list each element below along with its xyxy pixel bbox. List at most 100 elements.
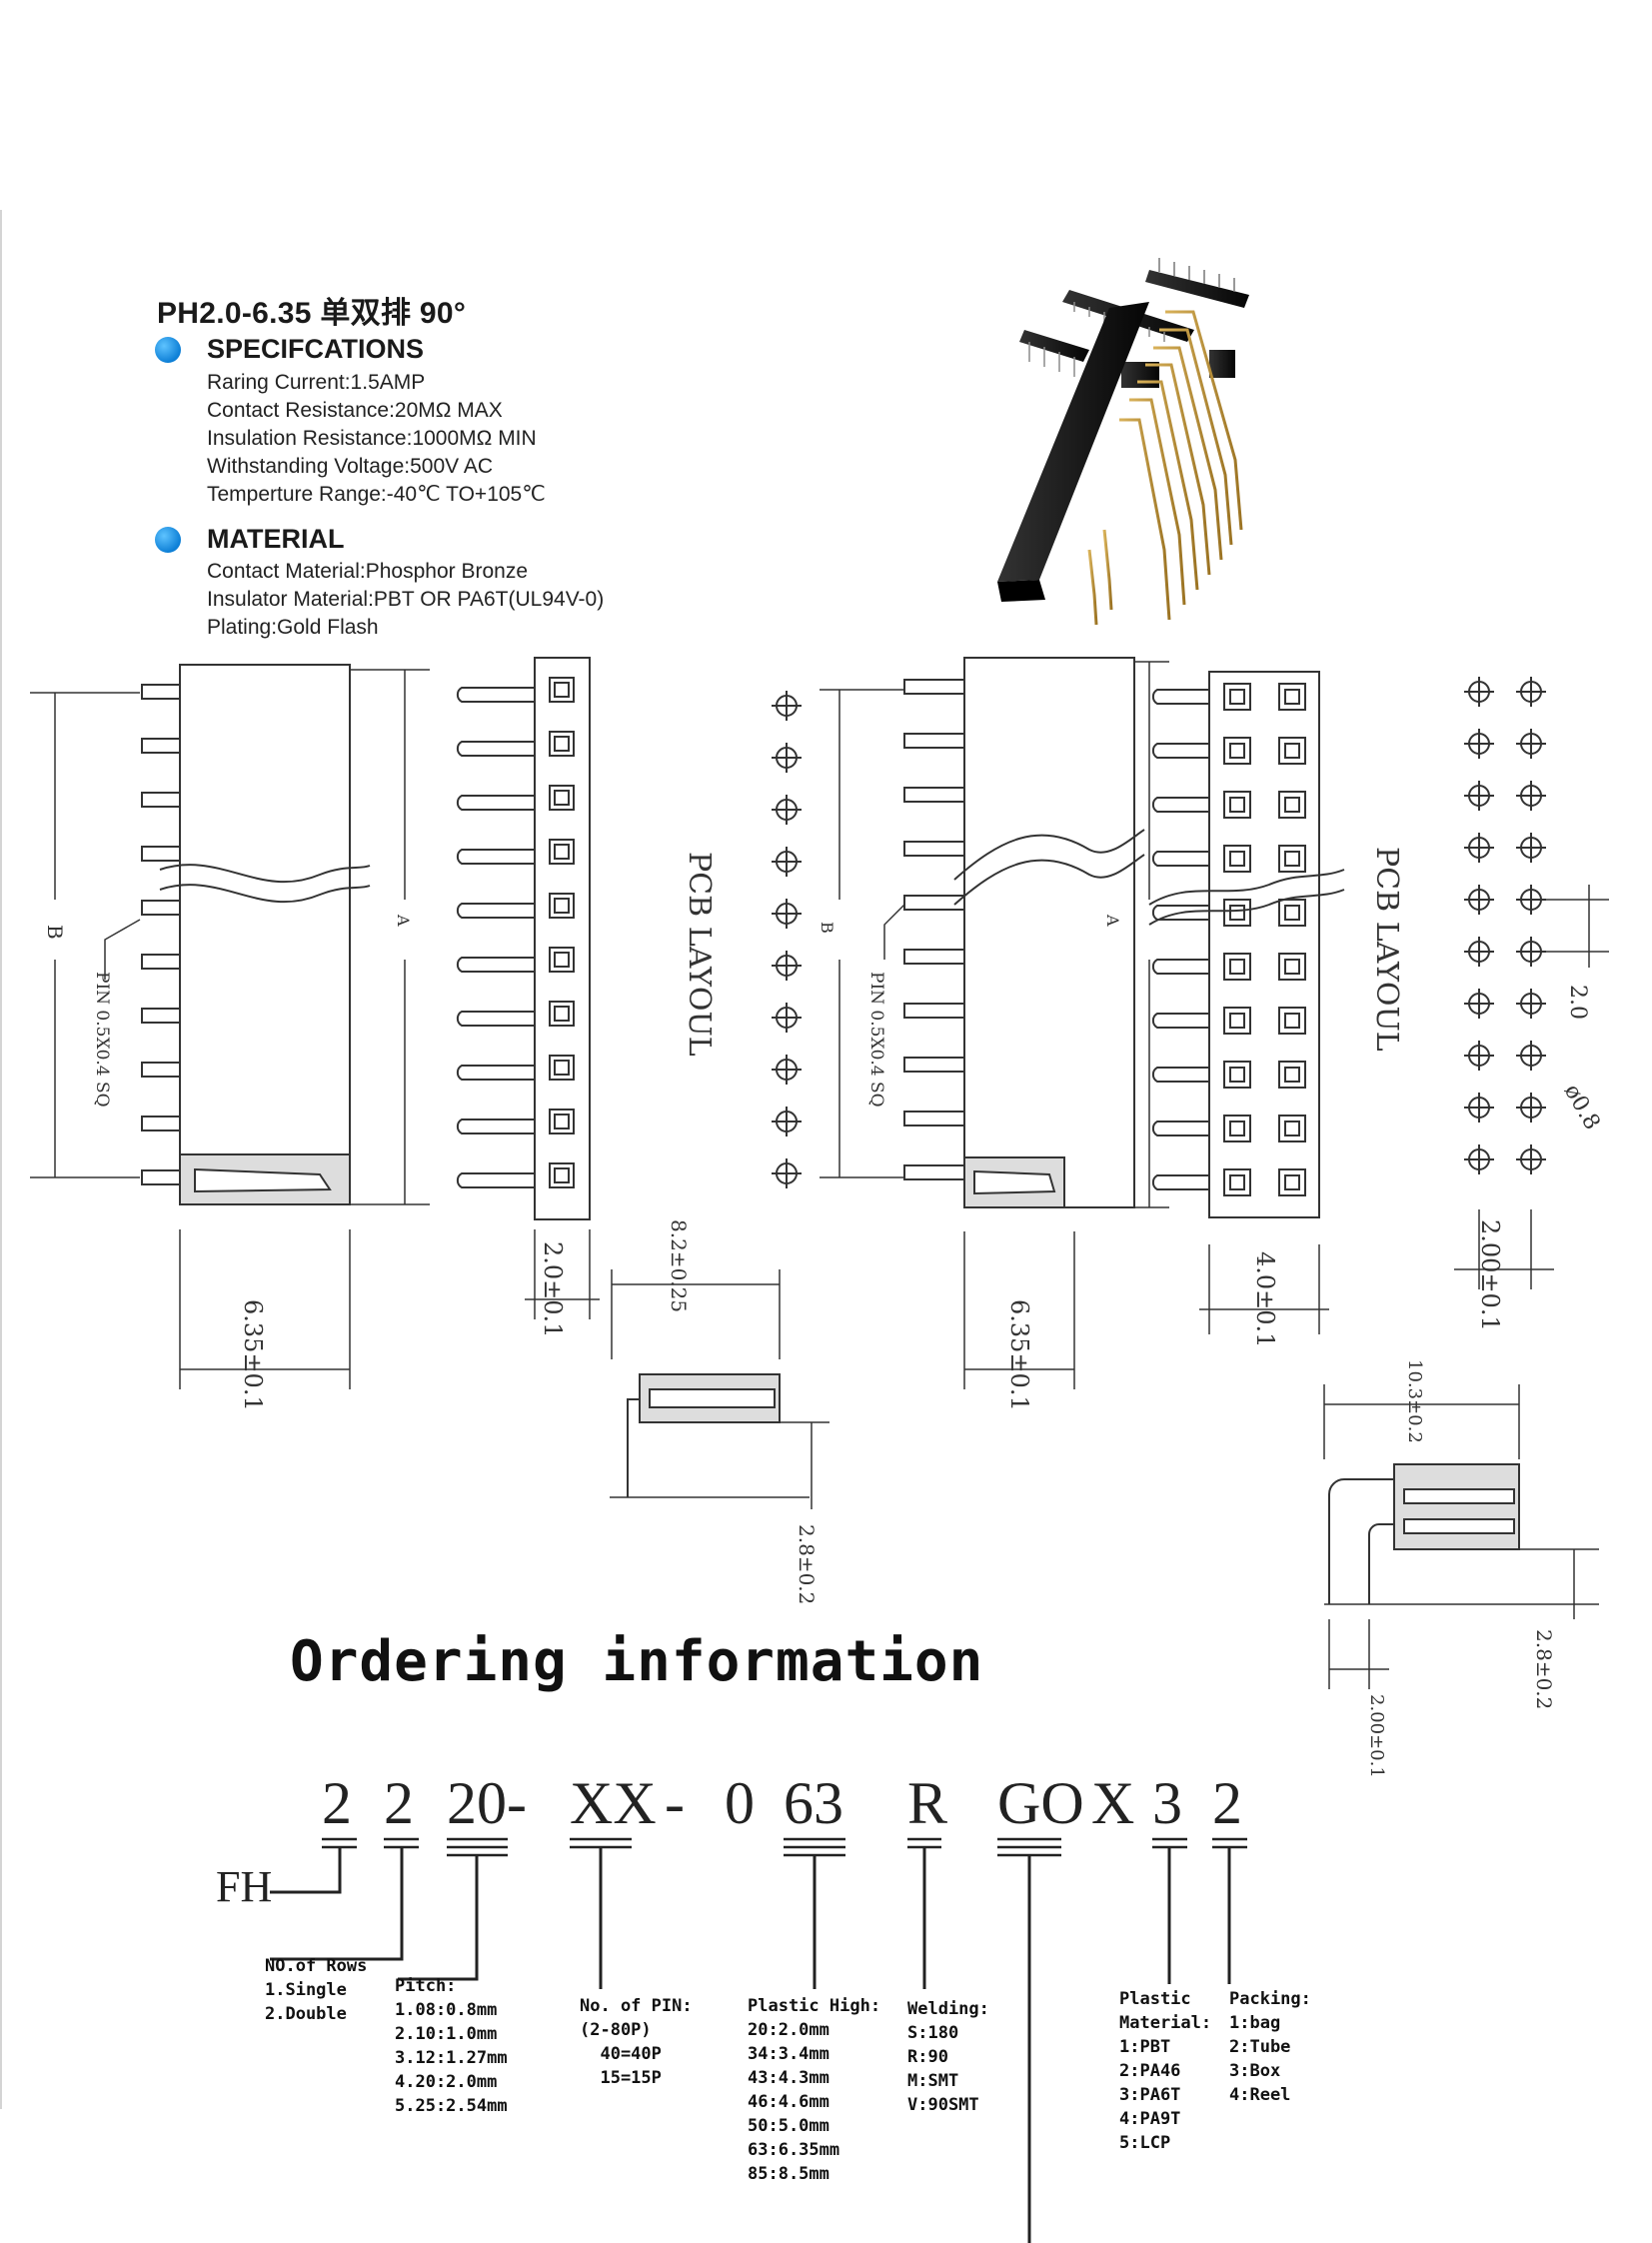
specifications-list: Raring Current:1.5AMP Contact Resistance… — [207, 369, 546, 509]
welding-heading: Welding: — [907, 1999, 989, 2019]
small-header-5 — [1209, 350, 1235, 378]
double-row-profile — [1323, 1384, 1599, 1689]
plastic-high-item: 63:6.35mm — [748, 2140, 840, 2160]
welding-item: V:90SMT — [907, 2095, 979, 2115]
dim-8-2: 8.2±0.25 — [667, 1219, 691, 1312]
dim-label-b-double: B — [818, 922, 836, 934]
code-part-height: 63 — [784, 1770, 843, 1836]
dim-2-0-pitch: 2.0 — [1565, 985, 1590, 1020]
material-heading: MATERIAL — [207, 524, 345, 554]
welding-item: M:SMT — [907, 2071, 959, 2091]
plastic-high-item: 34:3.4mm — [748, 2044, 829, 2064]
product-photo — [997, 258, 1249, 626]
pitch-item: 2.10:1.0mm — [395, 2024, 498, 2044]
pins-item: (2-80P) — [580, 2020, 652, 2040]
pitch-heading: Pitch: — [395, 1976, 457, 1996]
plastic-material-item: 2:PA46 — [1119, 2061, 1181, 2081]
code-part-plating: GO — [997, 1770, 1084, 1836]
plastic-high-item: 50:5.0mm — [748, 2116, 829, 2136]
dim-2-8-double: 2.8±0.2 — [1532, 1629, 1556, 1709]
pitch-item: 1.08:0.8mm — [395, 2000, 498, 2020]
code-part-0: 0 — [725, 1770, 755, 1836]
pitch-item: 5.25:2.54mm — [395, 2096, 508, 2116]
code-part-material: 3 — [1152, 1770, 1182, 1836]
welding-item: S:180 — [907, 2023, 959, 2043]
material-line: Plating:Gold Flash — [207, 616, 379, 639]
single-row-side-view — [30, 664, 430, 1389]
packing-item: 2:Tube — [1229, 2037, 1291, 2057]
dim-label-a-double: A — [1103, 914, 1122, 927]
ordering-prefix: FH — [216, 1862, 273, 1911]
material-list: Contact Material:Phosphor Bronze Insulat… — [207, 558, 604, 642]
plastic-high-item: 85:8.5mm — [748, 2164, 829, 2184]
material-line: Insulator Material:PBT OR PA6T(UL94V-0) — [207, 588, 605, 611]
ordering-connector-lines — [270, 1837, 1247, 2243]
pcb-layout-label-single: PCB LAYOUL — [682, 852, 717, 1057]
dim-10-3: 10.3±0.2 — [1404, 1359, 1425, 1443]
dim-6-35-single: 6.35±0.1 — [239, 1299, 267, 1411]
plastic-high-item: 43:4.3mm — [748, 2068, 829, 2088]
rows-item: 1.Single — [265, 1980, 347, 2000]
small-header-2 — [1145, 258, 1249, 308]
code-part-pins: XX — [570, 1770, 657, 1836]
dim-6-35-double: 6.35±0.1 — [1005, 1299, 1033, 1411]
single-row-front-view — [456, 657, 600, 1319]
code-part-pitch: 20- — [447, 1770, 527, 1836]
pitch-item: 3.12:1.27mm — [395, 2048, 508, 2068]
single-row-profile — [610, 1269, 829, 1509]
plastic-high-heading: Plastic High: — [748, 1996, 881, 2016]
welding-item: R:90 — [907, 2047, 948, 2067]
technical-drawing: B A PIN 0.5X0.4 SQ PCB LAYOUL 6.35±0.1 2… — [30, 657, 1609, 1778]
pins-heading: No. of PIN: — [580, 1996, 693, 2016]
code-part-dash: - — [665, 1770, 685, 1836]
pins-item: 40=40P — [580, 2044, 662, 2064]
dim-4-0: 4.0±0.1 — [1251, 1251, 1279, 1347]
code-part-rows2: 2 — [384, 1770, 414, 1836]
code-part-packing: 2 — [1212, 1770, 1242, 1836]
spec-line: Insulation Resistance:1000MΩ MIN — [207, 427, 537, 450]
pins-item: 15=15P — [580, 2068, 662, 2088]
plastic-high-item: 46:4.6mm — [748, 2092, 829, 2112]
page-edge-rule — [0, 210, 2, 2109]
material-line: Contact Material:Phosphor Bronze — [207, 560, 528, 583]
plastic-material-item: 3:PA6T — [1119, 2085, 1181, 2105]
rows-heading: NO.of Rows — [265, 1956, 368, 1976]
plastic-material-heading: Plastic Material: — [1119, 1989, 1212, 2033]
pcb-layout-label-double: PCB LAYOUL — [1369, 847, 1404, 1052]
spec-line: Raring Current:1.5AMP — [207, 371, 426, 394]
packing-heading: Packing: — [1229, 1989, 1311, 2009]
single-row-pcb-layout — [772, 691, 802, 1188]
page-title: PH2.0-6.35 单双排 90° — [157, 297, 467, 330]
main-header-right-angle — [997, 302, 1243, 626]
plastic-material-item: 4:PA9T — [1119, 2109, 1181, 2129]
dim-2-0-single: 2.0±0.1 — [539, 1241, 567, 1337]
ordering-title: Ordering information — [290, 1629, 984, 1694]
plastic-material-item: 1:PBT — [1119, 2037, 1171, 2057]
spec-line: Contact Resistance:20MΩ MAX — [207, 399, 503, 422]
spec-line: Withstanding Voltage:500V AC — [207, 455, 494, 478]
bullet-dot-icon — [155, 337, 181, 363]
rows-legend: NO.of Rows 1.Single 2.Double — [265, 1954, 367, 2026]
double-row-front-view — [1148, 671, 1345, 1334]
plastic-material-item: 5:LCP — [1119, 2133, 1171, 2153]
pin-note-double: PIN 0.5X0.4 SQ — [866, 972, 886, 1108]
dim-2-00-profile: 2.00±0.1 — [1366, 1694, 1387, 1778]
code-part-welding: R — [907, 1770, 948, 1836]
pitch-legend: Pitch: 1.08:0.8mm 2.10:1.0mm 3.12:1.27mm 4.2… — [395, 1974, 508, 2118]
code-part-x: X — [1091, 1770, 1135, 1836]
dim-label-a: A — [394, 914, 413, 927]
double-row-side-view — [820, 657, 1169, 1389]
dim-2-00-pcb: 2.00±0.1 — [1476, 1219, 1504, 1331]
dim-2-8-single: 2.8±0.2 — [795, 1524, 819, 1604]
pitch-item: 4.20:2.0mm — [395, 2072, 498, 2092]
rows-item: 2.Double — [265, 2004, 347, 2024]
plastic-material-legend: Plastic Material: 1:PBT 2:PA46 3:PA6T 4:PA9T… — [1119, 1987, 1211, 2155]
pin-note-single: PIN 0.5X0.4 SQ — [92, 972, 112, 1108]
code-part-rows: 2 — [322, 1770, 352, 1836]
double-row-pcb-layout — [1454, 677, 1609, 1289]
specifications-heading: SPECIFCATIONS — [207, 334, 425, 364]
dim-hole-diameter: ø0.8 — [1559, 1081, 1605, 1134]
